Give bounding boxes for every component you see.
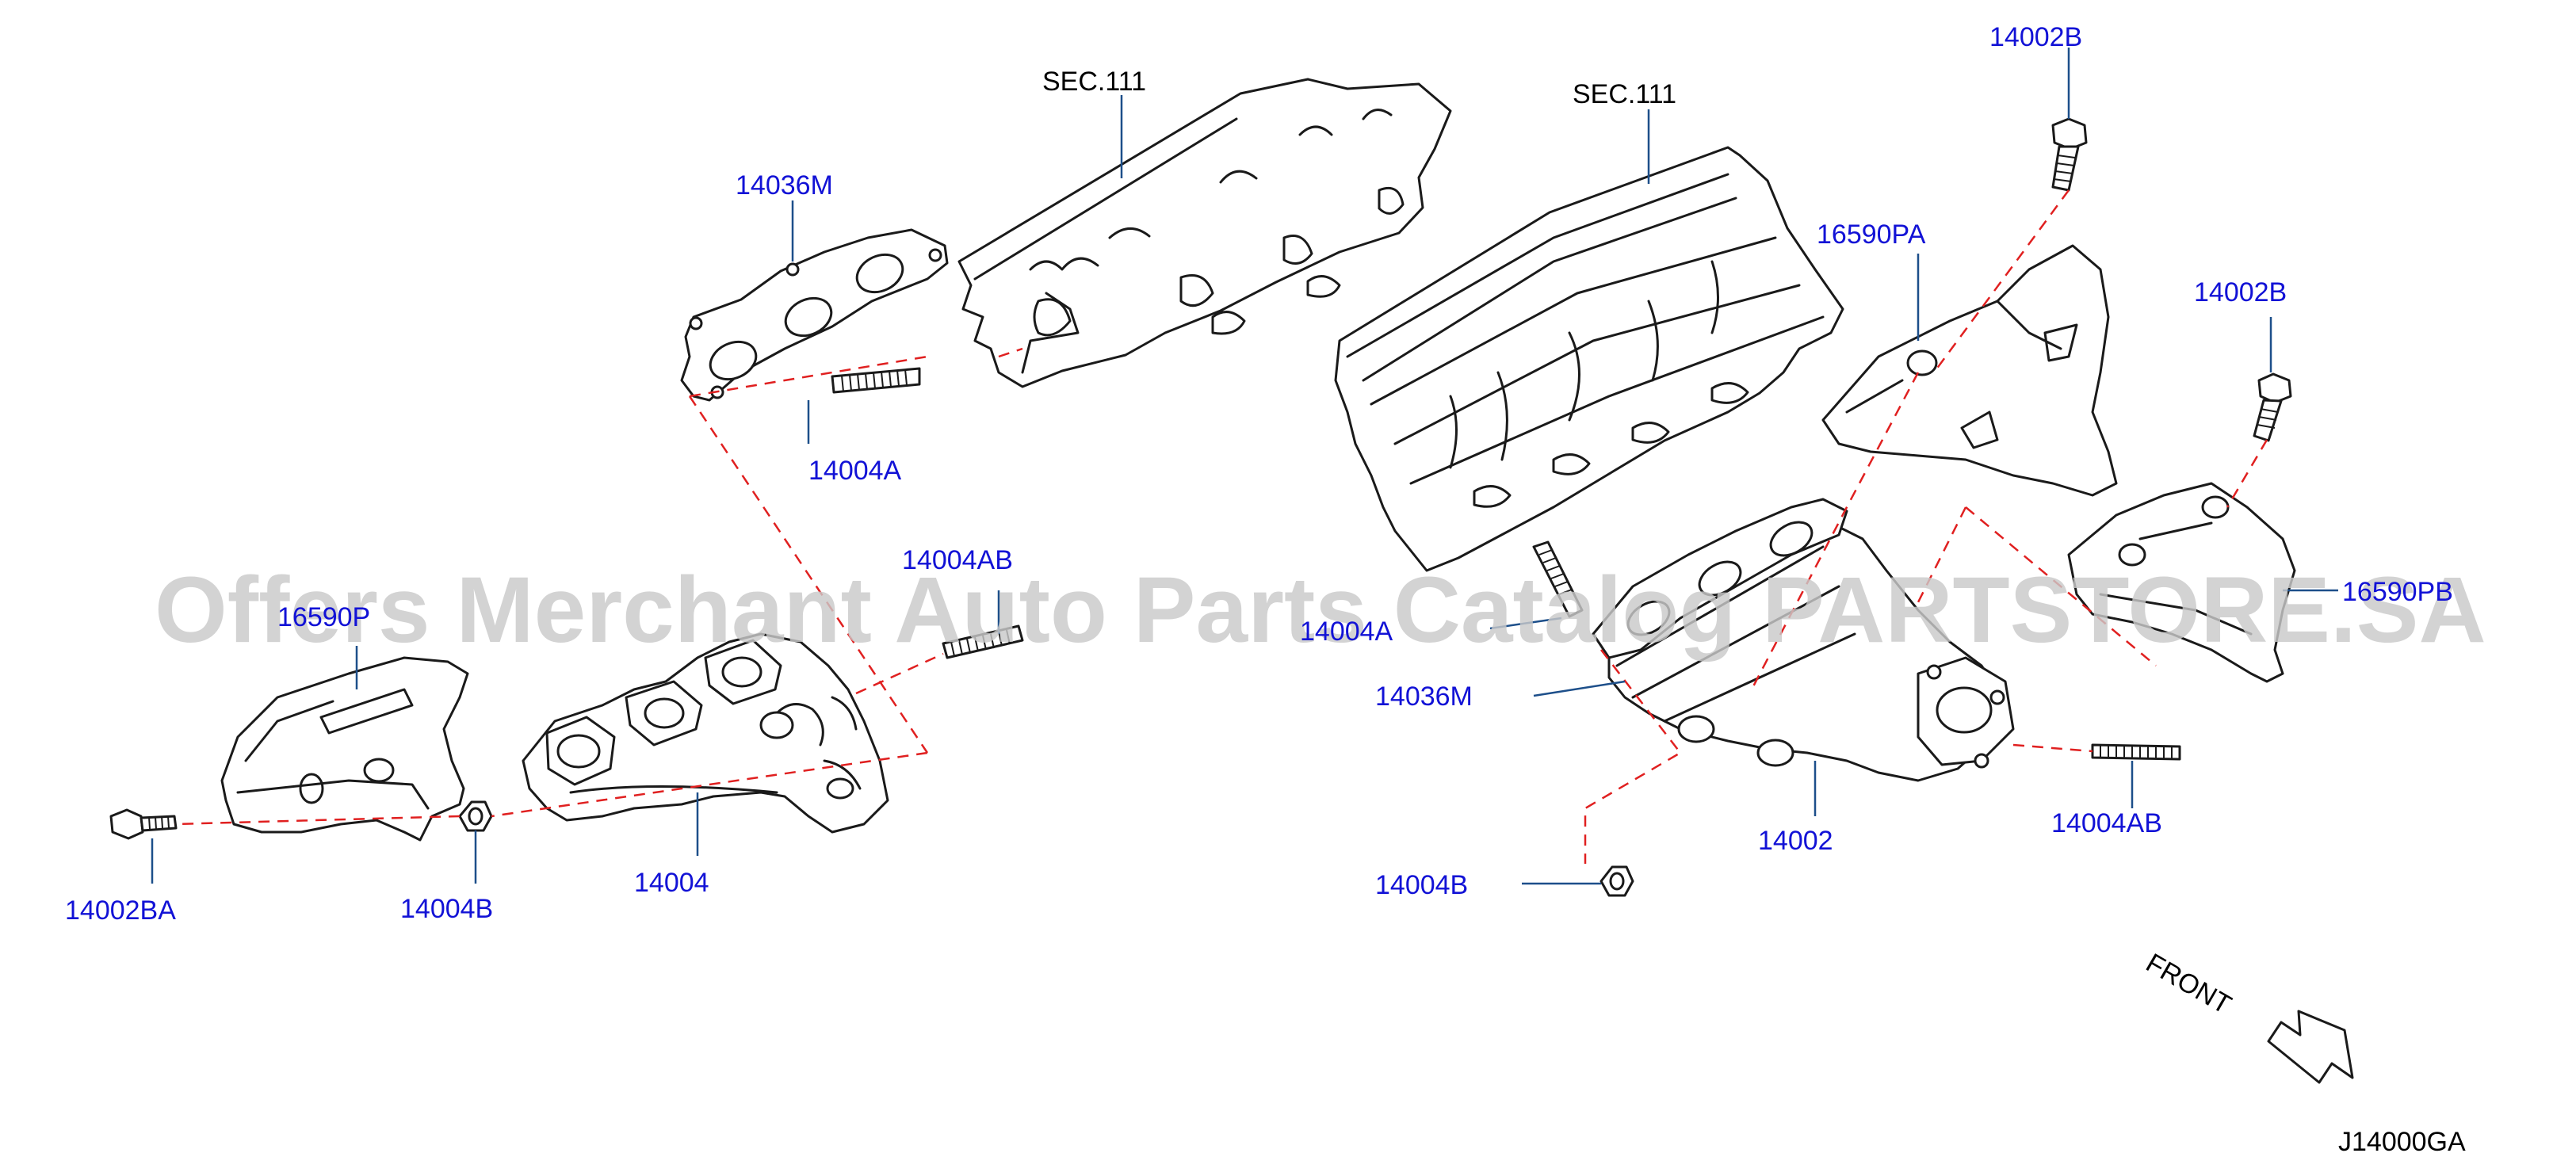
part-16590P[interactable]: 16590P (277, 602, 370, 632)
manifold-gasket-right (1592, 498, 1848, 659)
nut-right (1599, 865, 1634, 897)
part-14004AB-right[interactable]: 14004AB (2051, 808, 2162, 838)
part-14002BA[interactable]: 14002BA (65, 895, 176, 926)
nut-left (458, 800, 493, 832)
heat-shield-right-upper (1821, 244, 2118, 497)
stud-left (831, 367, 921, 394)
part-14004AB-left[interactable]: 14004AB (902, 545, 1013, 575)
stud-left-lower (942, 624, 1024, 659)
part-14004A-left[interactable]: 14004A (808, 456, 902, 486)
heat-shield-right-lower (2067, 482, 2296, 683)
heat-shield-left (220, 656, 469, 842)
part-14002[interactable]: 14002 (1758, 826, 1833, 856)
stud-right-upper (1532, 540, 1584, 618)
part-16590PA[interactable]: 16590PA (1817, 220, 1926, 250)
diagram-code: J14000GA (2338, 1127, 2466, 1157)
cylinder-head-right (1334, 146, 1844, 572)
part-14004[interactable]: 14004 (634, 868, 709, 898)
part-14004B-left[interactable]: 14004B (400, 894, 493, 924)
manifold-gasket-left (680, 228, 949, 402)
bolt-right-middle (2253, 372, 2292, 442)
sec-111-label-left: SEC.111 (1042, 67, 1146, 97)
watermark-text: Offers Merchant Auto Parts Catalog PARTS… (155, 558, 2486, 662)
part-14036M-left[interactable]: 14036M (736, 170, 833, 200)
stud-right-lower (2091, 743, 2181, 761)
exhaust-manifold-left (522, 632, 889, 834)
part-14004A-right[interactable]: 14004A (1300, 617, 1393, 647)
part-14002B-top[interactable]: 14002B (1989, 22, 2082, 52)
sec-111-label-right: SEC.111 (1573, 79, 1676, 109)
bolt-right-top (2051, 117, 2088, 192)
leader-lines (151, 48, 2338, 885)
part-14002B-right[interactable]: 14002B (2194, 277, 2287, 307)
bolt-left (109, 808, 178, 840)
part-16590PB[interactable]: 16590PB (2342, 577, 2453, 607)
part-14004B-right[interactable]: 14004B (1375, 870, 1468, 900)
front-label: FRONT (2141, 948, 2236, 1020)
part-14036M-right[interactable]: 14036M (1375, 682, 1473, 712)
front-arrow-icon (2267, 1010, 2354, 1084)
front-indicator: FRONT (2141, 948, 2354, 1084)
assembly-lines (174, 189, 2268, 864)
cylinder-head-left (957, 78, 1452, 388)
